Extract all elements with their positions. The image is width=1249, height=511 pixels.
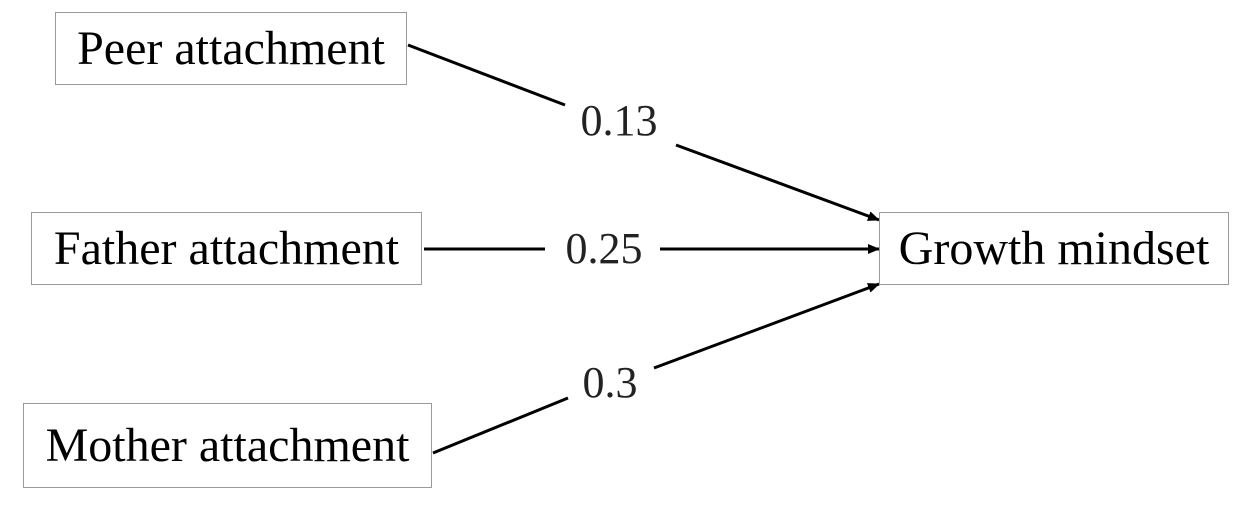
node-peer-attachment: Peer attachment — [55, 12, 407, 85]
path-coefficient-mother: 0.3 — [582, 358, 638, 407]
node-peer-attachment-label: Peer attachment — [77, 21, 385, 75]
arrow-peer-to-growth-segment-1 — [407, 43, 566, 107]
node-mother-attachment-label: Mother attachment — [45, 418, 410, 472]
node-father-attachment: Father attachment — [31, 212, 422, 285]
node-growth-mindset-label: Growth mindset — [898, 221, 1210, 275]
node-father-attachment-label: Father attachment — [53, 221, 400, 275]
path-coefficient-peer: 0.13 — [580, 96, 658, 145]
arrow-mother-to-growth-segment-1 — [432, 396, 569, 455]
node-growth-mindset: Growth mindset — [879, 212, 1229, 285]
node-mother-attachment: Mother attachment — [23, 403, 432, 488]
path-coefficient-father: 0.25 — [565, 224, 643, 273]
arrow-mother-to-growth-segment-2 — [653, 282, 880, 370]
arrow-peer-to-growth-segment-2 — [675, 143, 880, 222]
